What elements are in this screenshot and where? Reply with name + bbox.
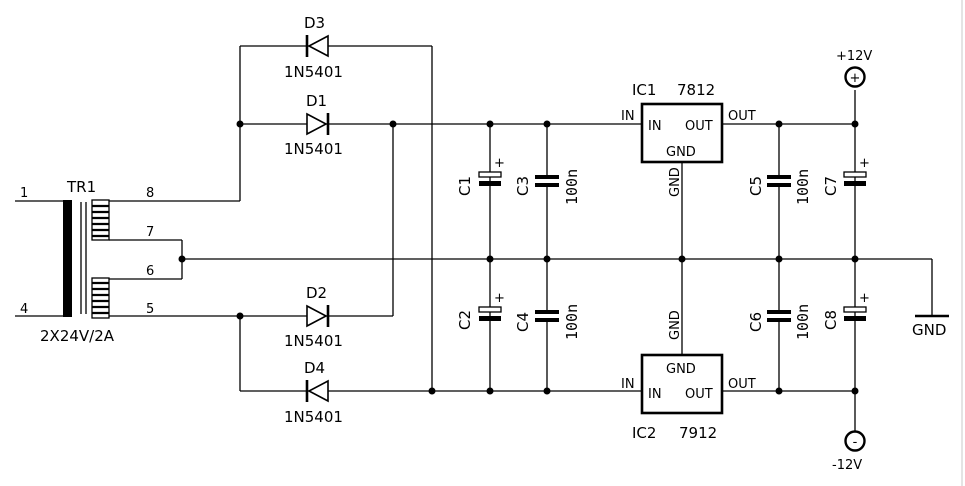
ic2-lead-in: IN (621, 377, 635, 392)
transformer-ref: TR1 (66, 178, 96, 196)
c8-ref: C8 (822, 310, 840, 330)
d3-part: 1N5401 (284, 63, 343, 81)
ground-terminal: GND (912, 259, 949, 339)
capacitor-c6: C6 100n (747, 304, 812, 340)
c1-ref: C1 (456, 176, 474, 196)
c6-ref: C6 (747, 312, 765, 332)
capacitor-c3: C3 100n (514, 169, 581, 205)
diode-d2: D2 1N5401 (284, 284, 343, 350)
c1-plus: + (494, 156, 505, 171)
pin-1-label: 1 (20, 186, 28, 201)
transformer-tr1: TR1 2X24V/2A 1 4 8 7 6 5 (15, 178, 240, 345)
capacitor-c1: + C1 (456, 156, 505, 196)
c3-ref: C3 (514, 176, 532, 196)
ic2-pin-out: OUT (685, 387, 713, 402)
diode-d4: D4 1N5401 (284, 359, 343, 426)
c5-value: 100n (794, 169, 812, 205)
ic1-lead-out: OUT (728, 109, 756, 124)
diode-d3: D3 1N5401 (284, 14, 343, 81)
pin-7-label: 7 (146, 225, 154, 240)
c2-plus: + (494, 291, 505, 306)
c7-plus: + (859, 156, 870, 171)
ic1-pin-out: OUT (685, 119, 713, 134)
c5-ref: C5 (747, 176, 765, 196)
ic1-lead-in: IN (621, 109, 635, 124)
pin-6-label: 6 (146, 264, 154, 279)
d2-part: 1N5401 (284, 332, 343, 350)
c4-ref: C4 (514, 312, 532, 332)
ic1-pin-in: IN (648, 119, 662, 134)
c4-value: 100n (563, 304, 581, 340)
c3-value: 100n (563, 169, 581, 205)
c2-ref: C2 (456, 310, 474, 330)
ic1-ref: IC1 (632, 81, 656, 99)
capacitor-c8: + C8 (822, 291, 870, 330)
pos-terminal-sign: + (850, 71, 861, 86)
transformer-rating: 2X24V/2A (40, 327, 115, 345)
regulator-ic1: IN OUT GND IN OUT GND IC1 7812 (621, 81, 855, 259)
c8-plus: + (859, 291, 870, 306)
c7-ref: C7 (822, 176, 840, 196)
pin-5-label: 5 (146, 302, 154, 317)
d1-ref: D1 (306, 92, 327, 110)
ground-label: GND (912, 321, 946, 339)
diode-d1: D1 1N5401 (284, 92, 343, 158)
d4-part: 1N5401 (284, 408, 343, 426)
ic2-ref: IC2 (632, 424, 656, 442)
ic1-pin-gnd: GND (666, 145, 696, 160)
ic1-lead-gnd: GND (668, 167, 683, 197)
pin-4-label: 4 (20, 302, 28, 317)
d1-part: 1N5401 (284, 140, 343, 158)
ic1-part: 7812 (677, 81, 715, 99)
ic2-part: 7912 (679, 424, 717, 442)
terminal-pos-12v: + +12V (836, 49, 872, 88)
ic2-lead-out: OUT (728, 377, 756, 392)
d2-ref: D2 (306, 284, 327, 302)
ic2-pin-in: IN (648, 387, 662, 402)
d4-ref: D4 (304, 359, 325, 377)
pin-8-label: 8 (146, 186, 154, 201)
regulator-ic2: GND IN OUT IN OUT GND IC2 7912 (621, 259, 855, 442)
neg-terminal-label: -12V (832, 458, 862, 473)
terminal-neg-12v: - -12V (832, 430, 866, 473)
d3-ref: D3 (304, 14, 325, 32)
ic2-lead-gnd: GND (668, 310, 683, 340)
capacitor-c5: C5 100n (747, 169, 812, 205)
capacitor-c2: + C2 (456, 291, 505, 330)
pos-terminal-label: +12V (836, 49, 872, 64)
ic2-pin-gnd: GND (666, 362, 696, 377)
capacitor-c4: C4 100n (514, 304, 581, 340)
neg-terminal-sign: - (853, 435, 858, 450)
c6-value: 100n (794, 304, 812, 340)
capacitor-c7: + C7 (822, 156, 870, 196)
